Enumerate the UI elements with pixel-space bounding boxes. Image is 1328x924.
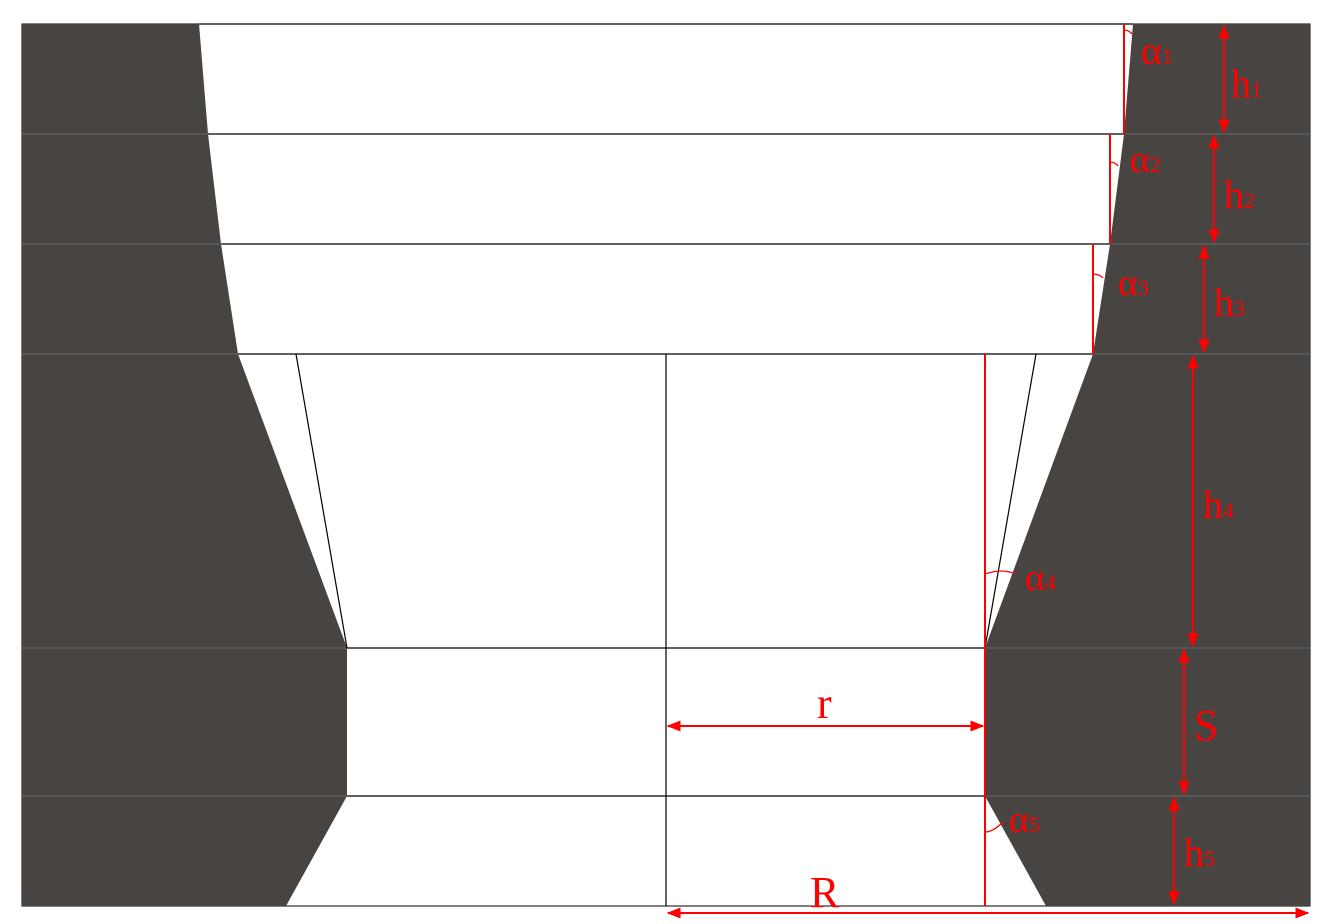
label-alpha-2: α2 xyxy=(1130,139,1161,181)
label-h4: h4 xyxy=(1203,482,1234,527)
layer-lines xyxy=(22,133,1310,797)
label-S: S xyxy=(1194,701,1218,750)
label-R: R xyxy=(810,868,840,917)
label-alpha-1: α1 xyxy=(1141,28,1173,73)
label-h1: h1 xyxy=(1231,61,1262,106)
label-h3: h3 xyxy=(1214,280,1245,325)
label-h5: h5 xyxy=(1184,830,1215,875)
angle-arc-a1 xyxy=(1123,29,1133,35)
label-r: r xyxy=(817,679,832,728)
inner-outlines xyxy=(199,23,1133,906)
reference-lines xyxy=(984,24,1125,906)
angle-arc-a5 xyxy=(984,821,1004,833)
angle-arcs xyxy=(984,29,1133,833)
angle-arc-a3 xyxy=(1092,273,1104,279)
label-alpha-3: α3 xyxy=(1118,262,1149,304)
label-h2: h2 xyxy=(1224,172,1255,217)
label-alpha-4: α4 xyxy=(1025,557,1056,599)
angle-arc-a2 xyxy=(1109,161,1119,167)
label-alpha-5: α5 xyxy=(1009,799,1040,841)
dimension-arrows xyxy=(666,24,1310,919)
angle-arc-a4 xyxy=(984,570,1016,575)
